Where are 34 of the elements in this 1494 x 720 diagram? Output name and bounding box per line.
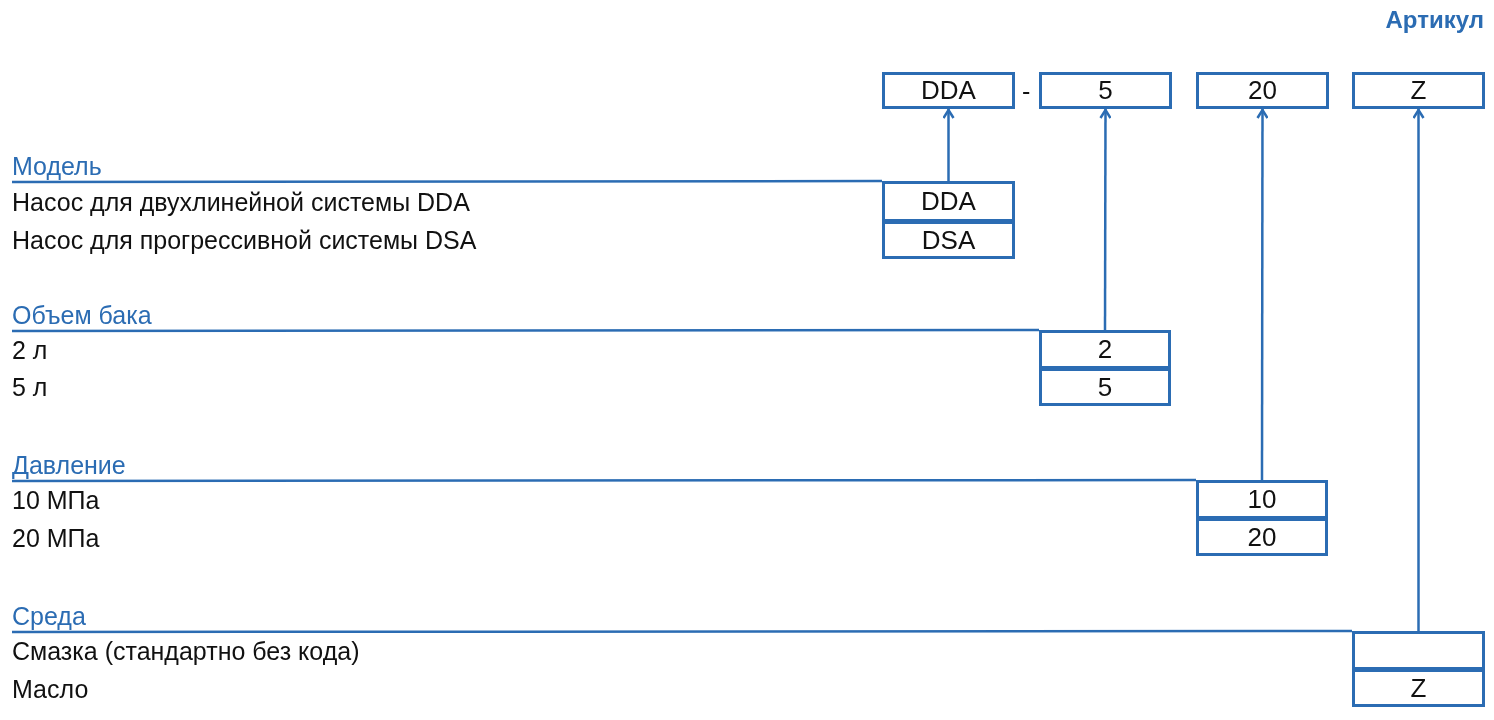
option-code-box: 2 [1039,330,1171,369]
option-description: Смазка (стандартно без кода) [12,639,360,664]
option-description: Насос для прогрессивной системы DSA [12,228,477,253]
section-heading: Давление [12,449,192,481]
arrow [942,108,955,181]
heading-rule [12,179,882,184]
heading-rule [12,478,1196,483]
option-code-box: 20 [1196,518,1328,556]
separator-text: - [1022,79,1031,104]
option-code-box: DDA [882,181,1015,222]
code-field: 5 [1039,72,1172,109]
arrow [1412,108,1425,631]
section-heading: Среда [12,600,152,632]
option-description: Масло [12,677,89,702]
option-code-box: 5 [1039,368,1171,406]
empty-code-box [1352,631,1485,670]
option-description: Насос для двухлинейной системы DDA [12,190,470,215]
heading-rule [12,328,1039,333]
option-description: 5 л [12,375,48,400]
arrow [1099,108,1112,330]
code-field: Z [1352,72,1485,109]
code-field: DDA [882,72,1015,109]
option-description: 10 МПа [12,488,100,513]
arrow [1256,108,1269,480]
option-code-box: Z [1352,669,1485,707]
title: Артикул [1385,6,1484,34]
option-code-box: DSA [882,221,1015,259]
option-code-box: 10 [1196,480,1328,519]
code-field: 20 [1196,72,1329,109]
option-description: 2 л [12,338,48,363]
option-description: 20 МПа [12,526,100,551]
section-heading: Объем бака [12,299,212,331]
heading-rule [12,629,1352,634]
section-heading: Модель [12,150,172,182]
